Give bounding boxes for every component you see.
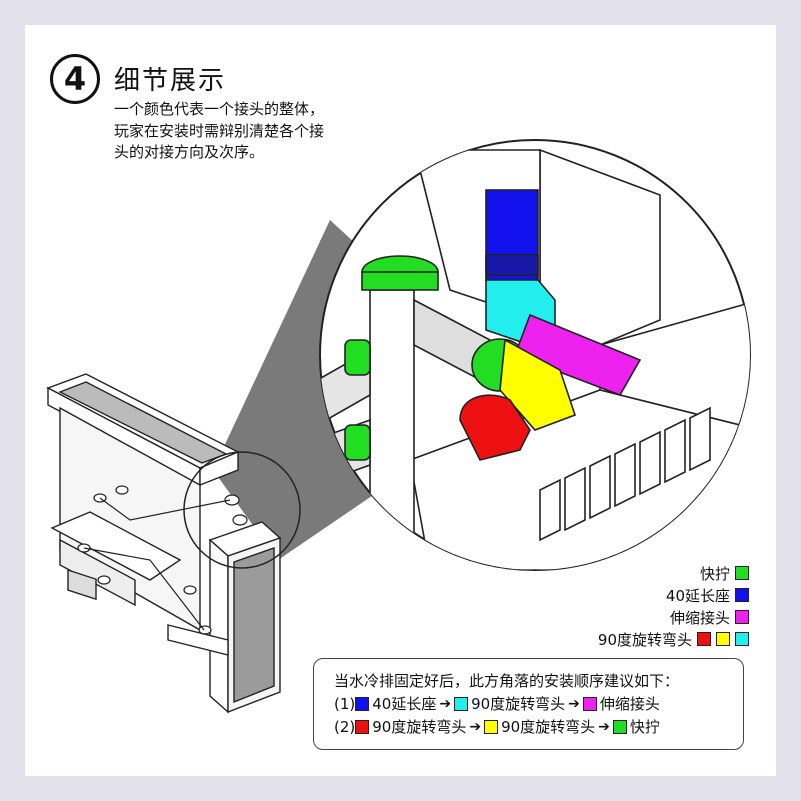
section-number-badge: 4 — [50, 54, 100, 104]
pc-case — [46, 373, 282, 714]
color-legend: 快拧 40延长座 伸缩接头 90度旋转弯头 — [598, 562, 749, 650]
extension-seat-fitting — [485, 189, 539, 291]
legend-item: 90度旋转弯头 — [598, 628, 749, 650]
legend-swatch — [735, 566, 749, 580]
legend-item: 伸缩接头 — [598, 606, 749, 628]
motherboard-tray — [50, 511, 182, 581]
telescopic-fitting — [513, 313, 642, 396]
sequence-1: (1) 40延长座 ➔ 90度旋转弯头 ➔ 伸缩接头 — [334, 692, 743, 715]
sequence-prefix: (2) — [334, 717, 356, 736]
small-zoom-circle — [183, 451, 301, 569]
step-swatch — [454, 696, 469, 711]
sequence-prefix: (1) — [334, 694, 356, 713]
step-label: 90度旋转弯头 — [501, 718, 596, 736]
step-swatch — [612, 719, 627, 734]
legend-swatch — [735, 588, 749, 602]
step-swatch — [484, 719, 499, 734]
legend-label: 快拧 — [699, 564, 730, 583]
vertical-tube — [369, 289, 415, 551]
legend-swatch — [735, 610, 749, 624]
step-swatch — [582, 696, 597, 711]
legend-swatch — [716, 632, 730, 646]
legend-item: 40延长座 — [598, 584, 749, 606]
step-label: 90度旋转弯头 — [372, 718, 467, 736]
note-intro: 当水冷排固定好后，此方角落的安装顺序建议如下： — [334, 672, 680, 690]
legend-swatch — [697, 632, 711, 646]
sequence-2: (2) 90度旋转弯头 ➔ 90度旋转弯头 ➔ 快拧 — [334, 715, 743, 738]
legend-label: 90度旋转弯头 — [597, 630, 692, 649]
arrow-right-icon: ➔ — [598, 718, 610, 735]
section-description: 一个颜色代表一个接头的整体，玩家在安装时需辩别清楚各个接头的对接方向及次序。 — [114, 100, 325, 161]
rotary-elbow-red — [459, 394, 531, 461]
step-swatch — [355, 696, 370, 711]
legend-label: 伸缩接头 — [669, 608, 730, 627]
rotary-elbow-yellow — [499, 338, 577, 431]
radiator-fins — [539, 406, 711, 542]
step-label: 快拧 — [629, 718, 660, 736]
arrow-right-icon: ➔ — [469, 718, 482, 735]
arrow-right-icon: ➔ — [439, 695, 452, 712]
legend-swatch — [735, 632, 749, 646]
legend-item: 快拧 — [598, 562, 749, 584]
small-tube — [83, 497, 231, 631]
step-label: 伸缩接头 — [599, 695, 660, 713]
section-title: 细节展示 — [114, 66, 227, 96]
installation-note: 当水冷排固定好后，此方角落的安装顺序建议如下： (1) 40延长座 ➔ 90度旋… — [313, 658, 744, 750]
step-label: 40延长座 — [372, 695, 437, 713]
arrow-right-icon: ➔ — [568, 695, 580, 712]
step-swatch — [355, 719, 370, 734]
legend-label: 40延长座 — [665, 586, 730, 605]
step-label: 90度旋转弯头 — [471, 695, 566, 713]
